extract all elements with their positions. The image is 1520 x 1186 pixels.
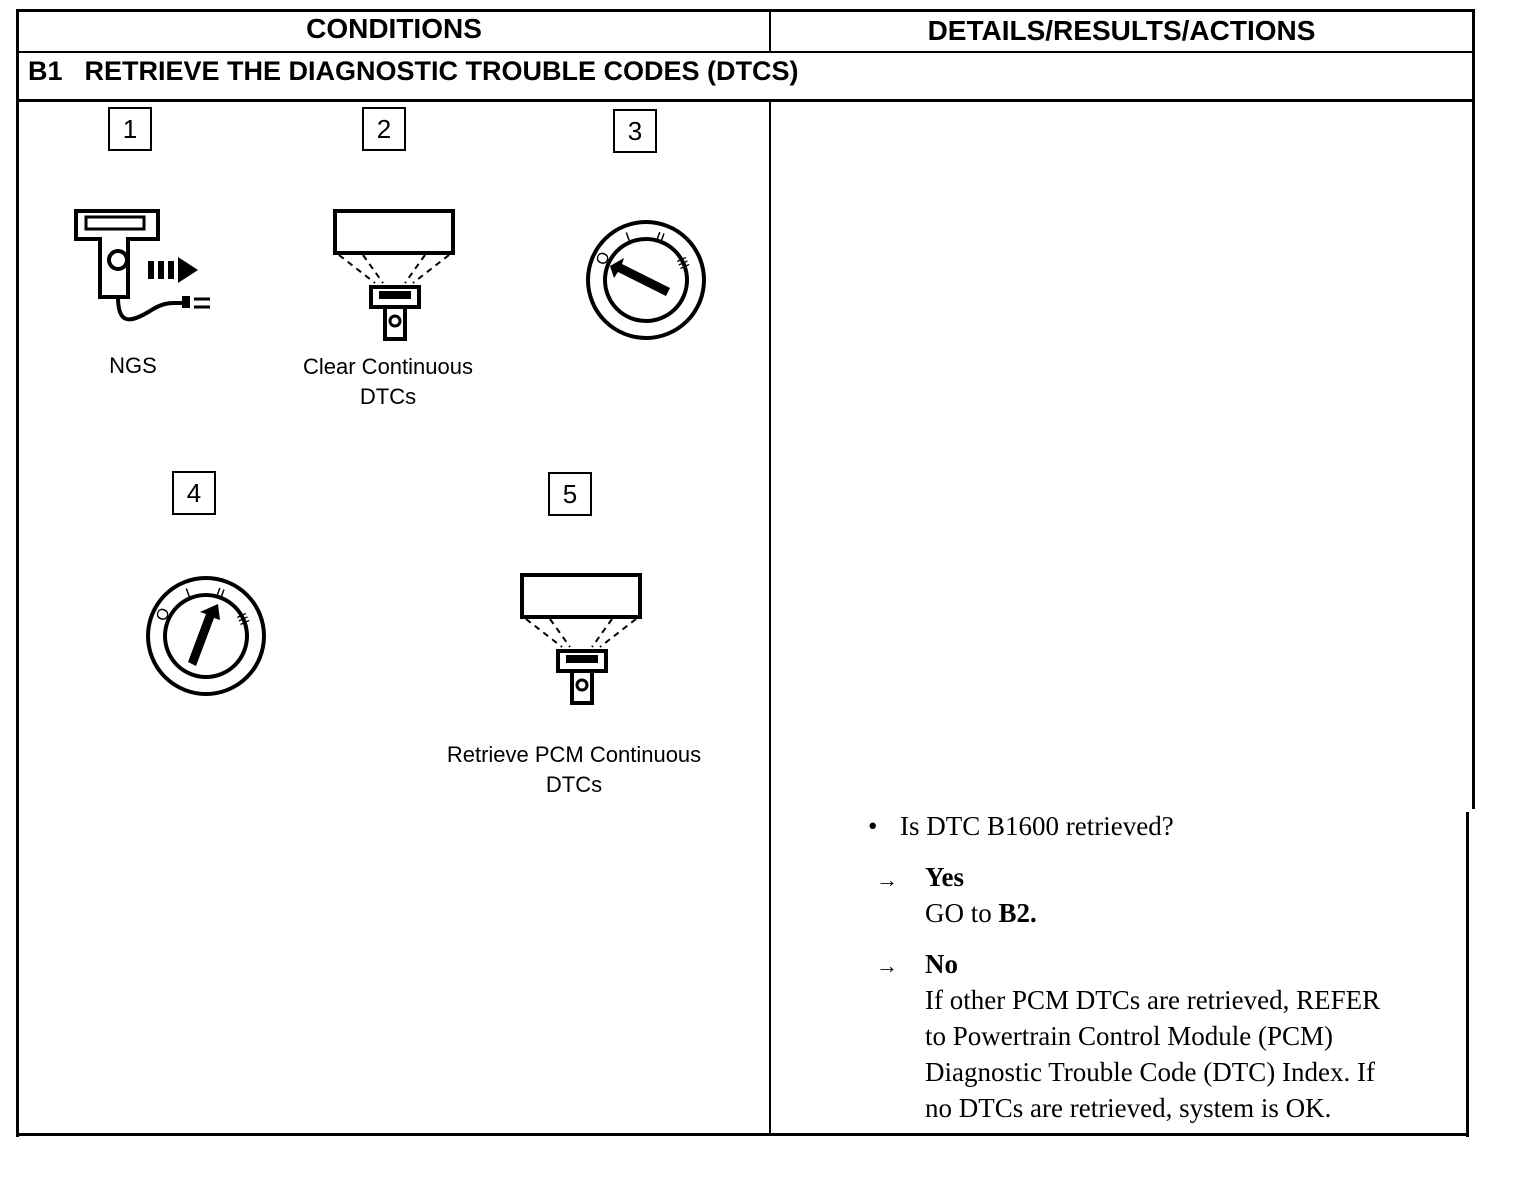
scan-tool-icon bbox=[333, 209, 455, 341]
answer-yes-target: B2. bbox=[998, 898, 1037, 928]
answer-yes-action: GO to B2. bbox=[925, 895, 1037, 931]
caption-line: DTCs bbox=[545, 772, 603, 797]
answer-no-line: to Powertrain Control Module (PCM) bbox=[925, 1021, 1333, 1051]
details-header: DETAILS/RESULTS/ACTIONS bbox=[927, 15, 1316, 46]
ignition-switch-off-icon: O I II III bbox=[586, 220, 706, 340]
answer-no-line: no DTCs are retrieved, system is OK. bbox=[925, 1093, 1332, 1123]
switch-label-i: I bbox=[184, 586, 194, 603]
ngs-tester-connect-icon bbox=[74, 209, 210, 322]
step-number-box-1: 1 bbox=[108, 107, 152, 151]
table-border-right-lower bbox=[1466, 812, 1469, 1137]
step-number-box-5: 5 bbox=[548, 472, 592, 516]
switch-label-o: O bbox=[593, 250, 613, 268]
caption-clear-continuous-dtcs: Clear Continuous DTCs bbox=[270, 352, 506, 412]
step-number-box-2: 2 bbox=[362, 107, 406, 151]
answer-yes-label: Yes bbox=[925, 862, 964, 892]
switch-label-o: O bbox=[153, 606, 173, 624]
caption-line: Retrieve PCM Continuous bbox=[446, 742, 702, 767]
step-id: B1 bbox=[28, 56, 63, 86]
step-number-box-3: 3 bbox=[613, 109, 657, 153]
answer-no-label: No bbox=[925, 949, 958, 979]
question-bullet: • bbox=[868, 811, 878, 841]
caption-ngs: NGS bbox=[109, 353, 157, 378]
scan-tool-icon bbox=[520, 573, 642, 705]
column-divider-header bbox=[769, 9, 771, 53]
no-arrow-icon: → bbox=[876, 953, 898, 978]
switch-label-i: I bbox=[624, 230, 634, 247]
table-border-left bbox=[16, 9, 19, 1137]
answer-no-line: If other PCM DTCs are retrieved, REFER bbox=[925, 985, 1381, 1015]
caption-retrieve-pcm-continuous-dtcs: Retrieve PCM Continuous DTCs bbox=[414, 740, 734, 800]
step-number-box-4: 4 bbox=[172, 471, 216, 515]
column-divider-body bbox=[769, 99, 771, 1136]
caption-line: Clear Continuous bbox=[303, 354, 473, 379]
step-title: RETRIEVE THE DIAGNOSTIC TROUBLE CODES (D… bbox=[84, 56, 799, 86]
answer-no-line: Diagnostic Trouble Code (DTC) Index. If bbox=[925, 1057, 1375, 1087]
conditions-header: CONDITIONS bbox=[306, 13, 482, 44]
answer-no-text: If other PCM DTCs are retrieved, REFER t… bbox=[925, 982, 1380, 1126]
question-text: Is DTC B1600 retrieved? bbox=[900, 811, 1174, 841]
table-border-bottom bbox=[16, 1133, 1469, 1136]
header-divider bbox=[17, 51, 1475, 53]
answer-yes-prefix: GO to bbox=[925, 898, 999, 928]
step-divider bbox=[17, 99, 1475, 102]
caption-line: DTCs bbox=[359, 384, 417, 409]
table-border-right-upper bbox=[1472, 9, 1475, 809]
table-border-top bbox=[17, 9, 1475, 12]
step-title-row: B1 RETRIEVE THE DIAGNOSTIC TROUBLE CODES … bbox=[28, 56, 799, 87]
yes-arrow-icon: → bbox=[876, 867, 898, 892]
ignition-switch-on-icon: O I II III bbox=[146, 576, 266, 696]
